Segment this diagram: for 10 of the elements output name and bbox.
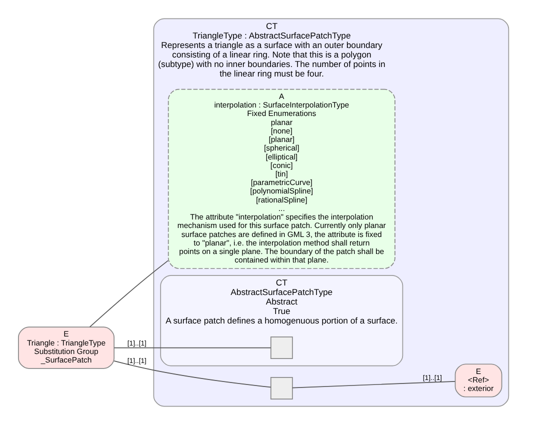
connector: [88, 260, 168, 328]
connector: [113, 360, 271, 388]
node-box: [270, 336, 292, 359]
connector: [113, 347, 271, 348]
node-box: A interpolation : SurfaceInterpolationType Fixed Enumerations planar [none] [planar] [spherical] [elliptical] [conic] [tin] [parametricCurve] [polynomialSpline] [rationalSpline] ... The attribute "interpolation" specifies the interpolation mechanism used for this surface patch. Currently only planar surface patches are defined in GML 3, the attribute is fixed to "planar", i.e. the interpolation method shall return points on a single plane. The boundary of the patch shall be contained within that plane.: [167, 88, 395, 269]
node-box: E Triangle : TriangleType Substitution Group _SurfacePatch: [18, 326, 114, 369]
node-box: [270, 377, 292, 400]
connector: [292, 380, 455, 388]
cluster: CT AbstractSurfacePatchType Abstract True A surface patch defines a homogenuous portion of a surface.: [160, 274, 403, 366]
node-box: E <Ref> : exterior: [454, 364, 502, 398]
